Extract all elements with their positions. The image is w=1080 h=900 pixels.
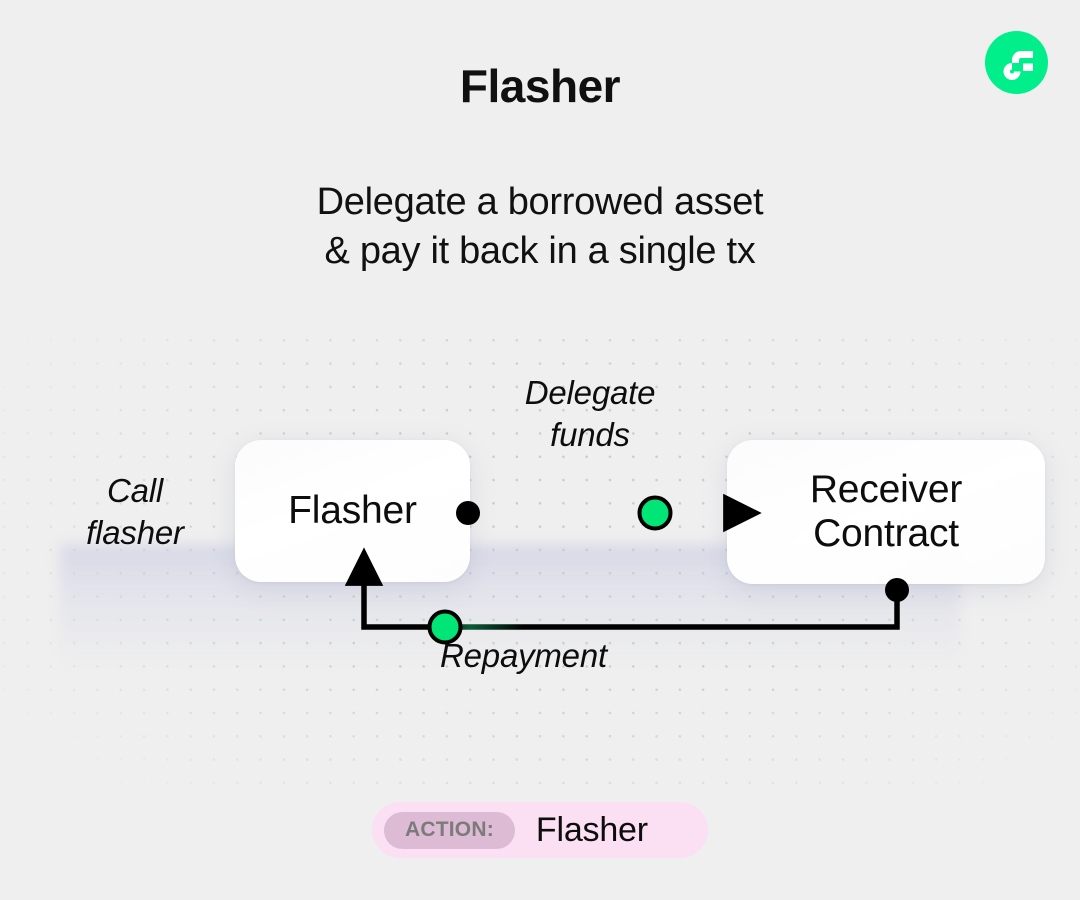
- flow-logo-icon: [985, 31, 1048, 94]
- wire-repayment-line: [344, 547, 900, 630]
- diagram-wires: [344, 493, 909, 645]
- edge-label-call-flasher: Call flasher: [86, 472, 184, 551]
- page-title: Flasher: [459, 60, 621, 112]
- action-badge-value: Flasher: [535, 810, 648, 849]
- wire-delegate-funds: [456, 493, 762, 533]
- wire-repayment-source-dot: [885, 578, 909, 602]
- page-subtitle: Delegate a borrowed asset & pay it back …: [316, 181, 764, 273]
- node-receiver-contract[interactable]: Receiver Contract: [727, 440, 1045, 584]
- action-badge[interactable]: ACTION: Flasher: [372, 802, 708, 858]
- wire-repayment-green-dot: [427, 609, 463, 645]
- action-badge-tag: ACTION:: [384, 811, 515, 849]
- diagram-canvas: Call flasher Delegate funds Repayment Fl…: [0, 330, 1080, 790]
- edge-label-delegate-funds: Delegate funds: [524, 374, 656, 453]
- wire-repayment: [344, 547, 909, 645]
- wire-delegate-green-dot: [637, 495, 673, 531]
- node-flasher-label: Flasher: [288, 489, 417, 533]
- wire-delegate-source-dot: [456, 501, 480, 525]
- node-receiver-contract-label: Receiver Contract: [809, 468, 963, 555]
- edge-label-repayment: Repayment: [440, 637, 607, 674]
